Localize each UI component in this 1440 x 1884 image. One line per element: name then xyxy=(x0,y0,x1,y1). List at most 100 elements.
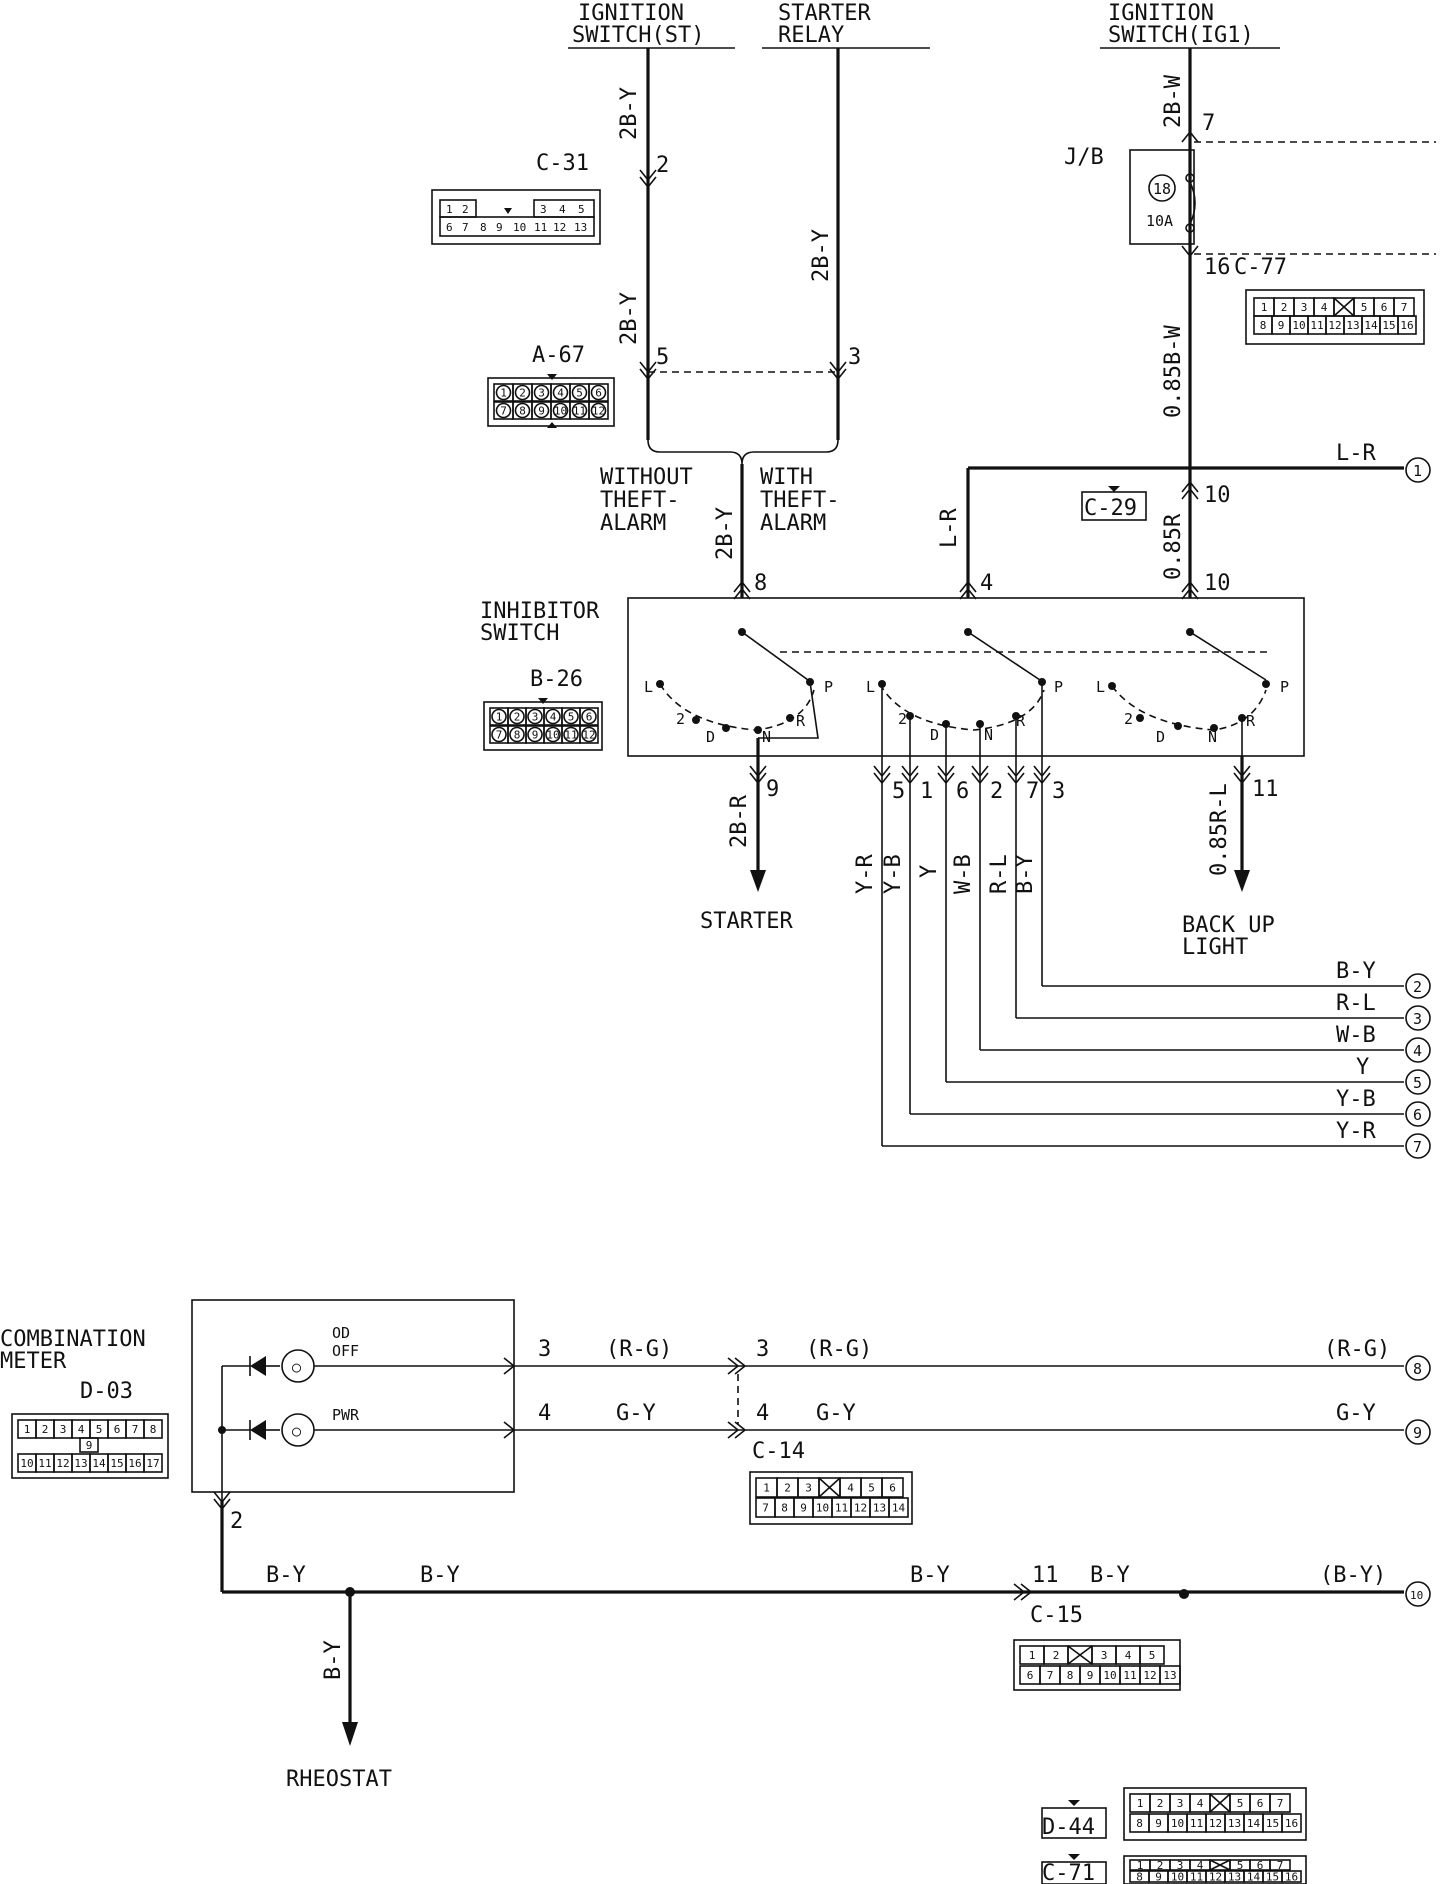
connector-pin-label: 1 xyxy=(1137,1797,1144,1810)
connector-pin-label: 6 xyxy=(1381,301,1388,314)
connector-pin-circle xyxy=(495,384,512,401)
connector-cell xyxy=(143,1419,163,1439)
connector-pin-label: 1 xyxy=(1029,1649,1036,1662)
connector-pin-label: 12 xyxy=(854,1502,867,1515)
svg-text:2: 2 xyxy=(676,710,685,728)
connector-pin-label: 3 xyxy=(532,711,539,724)
connector-pin-label: 4 xyxy=(78,1423,85,1436)
svg-text:2: 2 xyxy=(656,153,669,178)
connector-pin-label: 6 xyxy=(595,387,602,400)
svg-text:B-Y: B-Y xyxy=(420,1563,460,1588)
connector-pin-label: 9 xyxy=(86,1439,93,1452)
svg-text:PWR: PWR xyxy=(332,1406,360,1424)
switch-section-2: L 2 D N R P xyxy=(866,628,1063,744)
svg-text:2: 2 xyxy=(1124,710,1133,728)
connector-pin-label: 8 xyxy=(1136,1871,1143,1884)
ref-circle-3: 3 xyxy=(1405,1005,1431,1031)
switch-section-3: L 2 D N R P xyxy=(1096,628,1289,756)
svg-text:8: 8 xyxy=(480,221,487,234)
svg-text:10: 10 xyxy=(1410,1589,1423,1602)
output-wire-yb: Y-B 1 xyxy=(881,716,1404,1115)
connector-cell xyxy=(588,383,609,402)
switch-section-1: L 2 D N R P xyxy=(644,628,833,746)
connector-pin-label: 1 xyxy=(500,387,507,400)
wire-inhibitor-pin8: 2B-Y 8 xyxy=(713,464,767,600)
svg-text:RHEOSTAT: RHEOSTAT xyxy=(286,1767,392,1792)
svg-text:2: 2 xyxy=(898,710,907,728)
svg-text:8: 8 xyxy=(1413,1360,1422,1378)
starter-relay-title: STARTER RELAY xyxy=(762,1,930,49)
wire-label-5: Y xyxy=(1356,1055,1369,1080)
wire-label-6: Y-B xyxy=(1336,1087,1376,1112)
svg-text:METER: METER xyxy=(0,1349,67,1374)
connector-c31: C-31 1 2 3 4 5 6 7 8 9 10 11 12 13 xyxy=(431,151,601,245)
svg-text:ALARM: ALARM xyxy=(760,511,826,536)
svg-text:C-29: C-29 xyxy=(1084,496,1137,521)
connector-blank-cell xyxy=(1209,1793,1231,1813)
connector-pin-circle xyxy=(563,726,579,743)
svg-text:WITHOUT: WITHOUT xyxy=(600,465,693,490)
combination-meter-box: ○ ○ OD OFF PWR xyxy=(191,1299,516,1500)
svg-text:12: 12 xyxy=(553,221,566,234)
wire-by-ground: 2 B-Y B-Y B-Y 11 B-Y (B-Y) 10 xyxy=(213,1491,1431,1607)
connector-pin-circle xyxy=(590,402,607,419)
connector-pin-label: 13 xyxy=(1163,1669,1176,1682)
svg-text:B-26: B-26 xyxy=(530,667,583,692)
svg-text:A-67: A-67 xyxy=(532,343,585,368)
svg-text:18: 18 xyxy=(1153,180,1171,198)
svg-text:L: L xyxy=(866,678,875,696)
connector-pin-circle xyxy=(552,402,569,419)
connector-pin-label: 16 xyxy=(1285,1871,1298,1884)
connector-pin-label: 7 xyxy=(1401,301,1408,314)
connector-pin-label: 11 xyxy=(564,729,577,742)
connector-pin-label: 5 xyxy=(1149,1649,1156,1662)
svg-text:P: P xyxy=(1280,678,1289,696)
connector-pin-label: 8 xyxy=(519,405,526,418)
svg-text:B-Y: B-Y xyxy=(910,1563,950,1588)
connector-pin-circle xyxy=(552,384,569,401)
svg-text:4: 4 xyxy=(980,571,993,596)
svg-text:D-44: D-44 xyxy=(1042,1815,1095,1840)
svg-text:2B-W: 2B-W xyxy=(1161,74,1186,128)
connector-cell xyxy=(888,1497,909,1518)
connector-pin-circle xyxy=(527,726,543,743)
svg-text:L-R: L-R xyxy=(937,508,962,548)
connector-pin-label: 4 xyxy=(847,1482,854,1495)
svg-text:ALARM: ALARM xyxy=(600,511,666,536)
connector-pin-label: 13 xyxy=(1228,1871,1241,1884)
connector-pin-circle xyxy=(527,708,543,725)
svg-text:R: R xyxy=(1016,712,1026,730)
svg-text:0.85B-W: 0.85B-W xyxy=(1161,325,1186,418)
connector-cell xyxy=(1281,1813,1302,1833)
wire-backup-light: 0.85R-L 11 BACK UP LIGHT xyxy=(1182,756,1279,960)
connector-pin-circle xyxy=(581,708,597,725)
connector-pin-label: 15 xyxy=(1382,319,1395,332)
connector-pin-label: 10 xyxy=(1292,319,1305,332)
svg-text:SWITCH: SWITCH xyxy=(480,621,559,646)
svg-text:3: 3 xyxy=(1413,1010,1422,1028)
svg-text:10: 10 xyxy=(1204,571,1231,596)
connector-pin-label: 12 xyxy=(582,729,595,742)
svg-text:C-71: C-71 xyxy=(1042,1861,1095,1884)
svg-text:0.85R-L: 0.85R-L xyxy=(1207,783,1232,876)
connector-pin-label: 13 xyxy=(1346,319,1359,332)
connector-pin-label: 2 xyxy=(1281,301,1288,314)
combination-meter-label: COMBINATION METER D-03 xyxy=(0,1327,146,1404)
connector-pin-label: 11 xyxy=(1190,1871,1203,1884)
connector-pin-label: 11 xyxy=(835,1502,848,1515)
connector-pin-label: 13 xyxy=(1228,1817,1241,1830)
connector-pin-label: 14 xyxy=(1247,1817,1261,1830)
wire-ignition-ig1: 2B-W 7 0.85B-W 0.85R 16 10 10 xyxy=(1161,48,1231,600)
svg-text:2B-Y: 2B-Y xyxy=(713,507,738,560)
output-wire-wb: W-B 2 xyxy=(951,724,1404,1051)
connector-pin-circle xyxy=(509,708,525,725)
svg-text:STARTER: STARTER xyxy=(778,1,871,26)
svg-text:OD: OD xyxy=(332,1324,350,1342)
svg-text:B-Y: B-Y xyxy=(1090,1563,1130,1588)
svg-text:5: 5 xyxy=(656,345,669,370)
svg-text:D-03: D-03 xyxy=(80,1379,133,1404)
